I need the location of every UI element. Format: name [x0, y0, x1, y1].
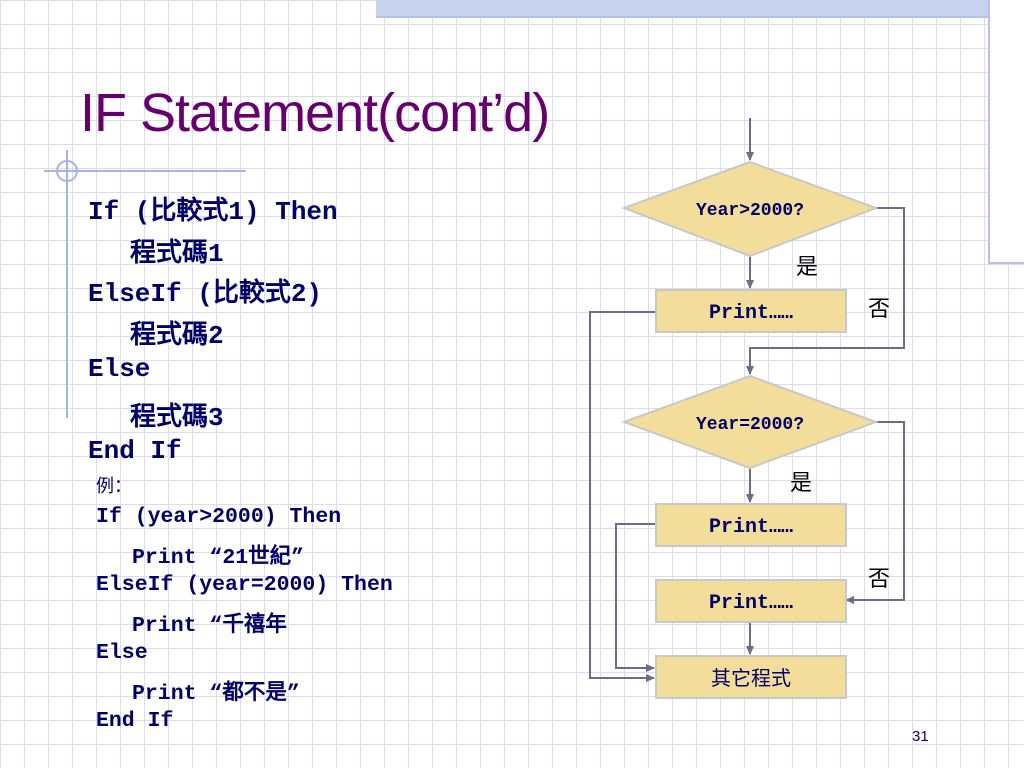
print-1-label: Print…… — [709, 302, 793, 325]
flowchart-edges — [589, 118, 905, 682]
decision-2-label: Year=2000? — [696, 415, 804, 435]
decision-node-1: Year>2000? — [621, 160, 879, 258]
decision-diamond-shape — [621, 374, 879, 470]
no-arrow-1 — [746, 207, 905, 375]
decision-node-2: Year=2000? — [621, 374, 879, 470]
example-line: If (year>2000) Then — [96, 505, 342, 529]
print1-to-end-arrow — [589, 311, 656, 682]
process-node-print-1: Print…… — [655, 289, 847, 333]
example-line: Else — [96, 641, 148, 665]
example-line: Print “千禧年 — [132, 614, 287, 638]
top-decoration-band — [376, 0, 1024, 16]
example-line: ElseIf (year=2000) Then — [96, 573, 393, 597]
example-line: End If — [96, 709, 174, 733]
page-number: 31 — [912, 728, 929, 745]
syntax-line: ElseIf (比較式2) — [88, 279, 323, 309]
process-box-shape — [655, 503, 847, 547]
syntax-line: 程式碼1 — [130, 239, 224, 269]
process-node-end: 其它程式 — [655, 655, 847, 699]
print2-to-end-arrow — [615, 523, 656, 672]
process-box-shape — [655, 289, 847, 333]
no-label-2: 否 — [868, 567, 890, 592]
right-decoration-bar — [988, 0, 1024, 264]
no-label-1: 否 — [868, 297, 890, 322]
process-node-print-3: Print…… — [655, 579, 847, 623]
title-vertical-rule — [66, 150, 68, 418]
end-box-label: 其它程式 — [711, 666, 791, 690]
example-line: Print “21世紀” — [132, 546, 305, 570]
syntax-line: If (比較式1) Then — [88, 197, 338, 227]
decision-1-label: Year>2000? — [696, 201, 804, 221]
print-2-label: Print…… — [709, 516, 793, 539]
syntax-line: 程式碼2 — [130, 321, 224, 351]
process-node-print-2: Print…… — [655, 503, 847, 547]
top-decoration-line — [376, 16, 1024, 18]
syntax-line: Else — [88, 354, 151, 384]
example-line: Print “都不是” — [132, 682, 300, 706]
title-underline — [44, 170, 246, 172]
no-arrow-2 — [845, 421, 905, 604]
title-circle-ornament — [56, 160, 78, 182]
process-box-shape — [655, 655, 847, 699]
print-3-label: Print…… — [709, 592, 793, 615]
example-label: 例： — [96, 476, 132, 497]
yes-label-1: 是 — [796, 255, 818, 280]
yes-label-2: 是 — [790, 471, 812, 496]
syntax-line: 程式碼3 — [130, 403, 224, 433]
slide-title: IF Statement(cont’d) — [80, 83, 550, 143]
syntax-line: End If — [88, 436, 182, 466]
decision-diamond-shape — [621, 160, 879, 258]
process-box-shape — [655, 579, 847, 623]
